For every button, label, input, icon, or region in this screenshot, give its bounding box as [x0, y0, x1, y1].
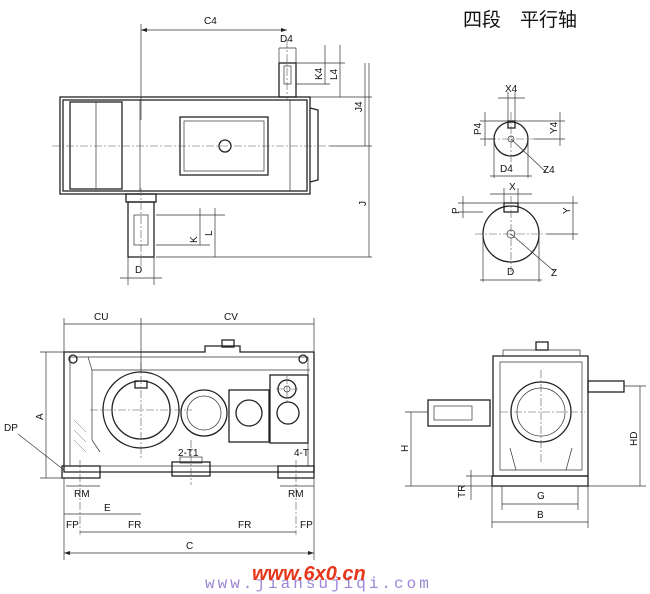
label-fr-left: FR [128, 520, 141, 531]
label-y: Y [562, 207, 573, 214]
label-d4-section: D4 [500, 164, 513, 175]
label-d4: D4 [280, 34, 293, 45]
side-view: H TR HD G B [400, 341, 646, 528]
label-a: A [35, 413, 46, 420]
watermark-url: www.jiansujiqi.com [205, 575, 432, 593]
label-x: X [509, 182, 516, 193]
watermark-brand: www.6x0.cn [252, 563, 366, 585]
label-hd: HD [629, 432, 640, 446]
label-rm-left: RM [74, 489, 90, 500]
input-shaft-section: X4 P4 Y4 D4 Z4 [473, 84, 565, 178]
label-z4: Z4 [543, 165, 555, 176]
output-shaft-section: X P Y D Z [451, 182, 578, 282]
label-cv: CV [224, 312, 238, 323]
label-e: E [104, 503, 111, 514]
label-fp-left: FP [66, 520, 79, 531]
label-dp: DP [4, 423, 18, 434]
label-cu: CU [94, 312, 108, 323]
label-c4: C4 [204, 16, 217, 27]
label-j: J [358, 201, 369, 206]
label-c: C [186, 541, 193, 552]
label-p4: P4 [473, 122, 484, 135]
label-l: L [204, 230, 215, 236]
label-fr-right: FR [238, 520, 251, 531]
label-fp-right: FP [300, 520, 313, 531]
label-tr: TR [457, 485, 468, 498]
label-b: B [537, 510, 544, 521]
label-x4: X4 [505, 84, 518, 95]
label-z: Z [551, 268, 557, 279]
label-p: P [451, 207, 462, 214]
front-view: CU CV A DP 2-T1 4-T RM RM E FR FR FP FP [4, 312, 315, 560]
label-d-section: D [507, 267, 514, 278]
label-2-t1: 2-T1 [178, 448, 199, 459]
label-d: D [135, 265, 142, 276]
label-j4: J4 [354, 101, 365, 112]
label-rm-right: RM [288, 489, 304, 500]
label-g: G [537, 491, 545, 502]
label-k4: K4 [314, 67, 325, 80]
label-4-t: 4-T [294, 448, 309, 459]
label-k: K [189, 236, 200, 243]
drawing-title: 四段 平行轴 [463, 9, 577, 31]
label-y4: Y4 [549, 121, 560, 134]
label-l4: L4 [329, 68, 340, 80]
label-h: H [400, 445, 411, 452]
top-view: C4 D4 K4 L4 J4 J K L D [52, 16, 372, 285]
